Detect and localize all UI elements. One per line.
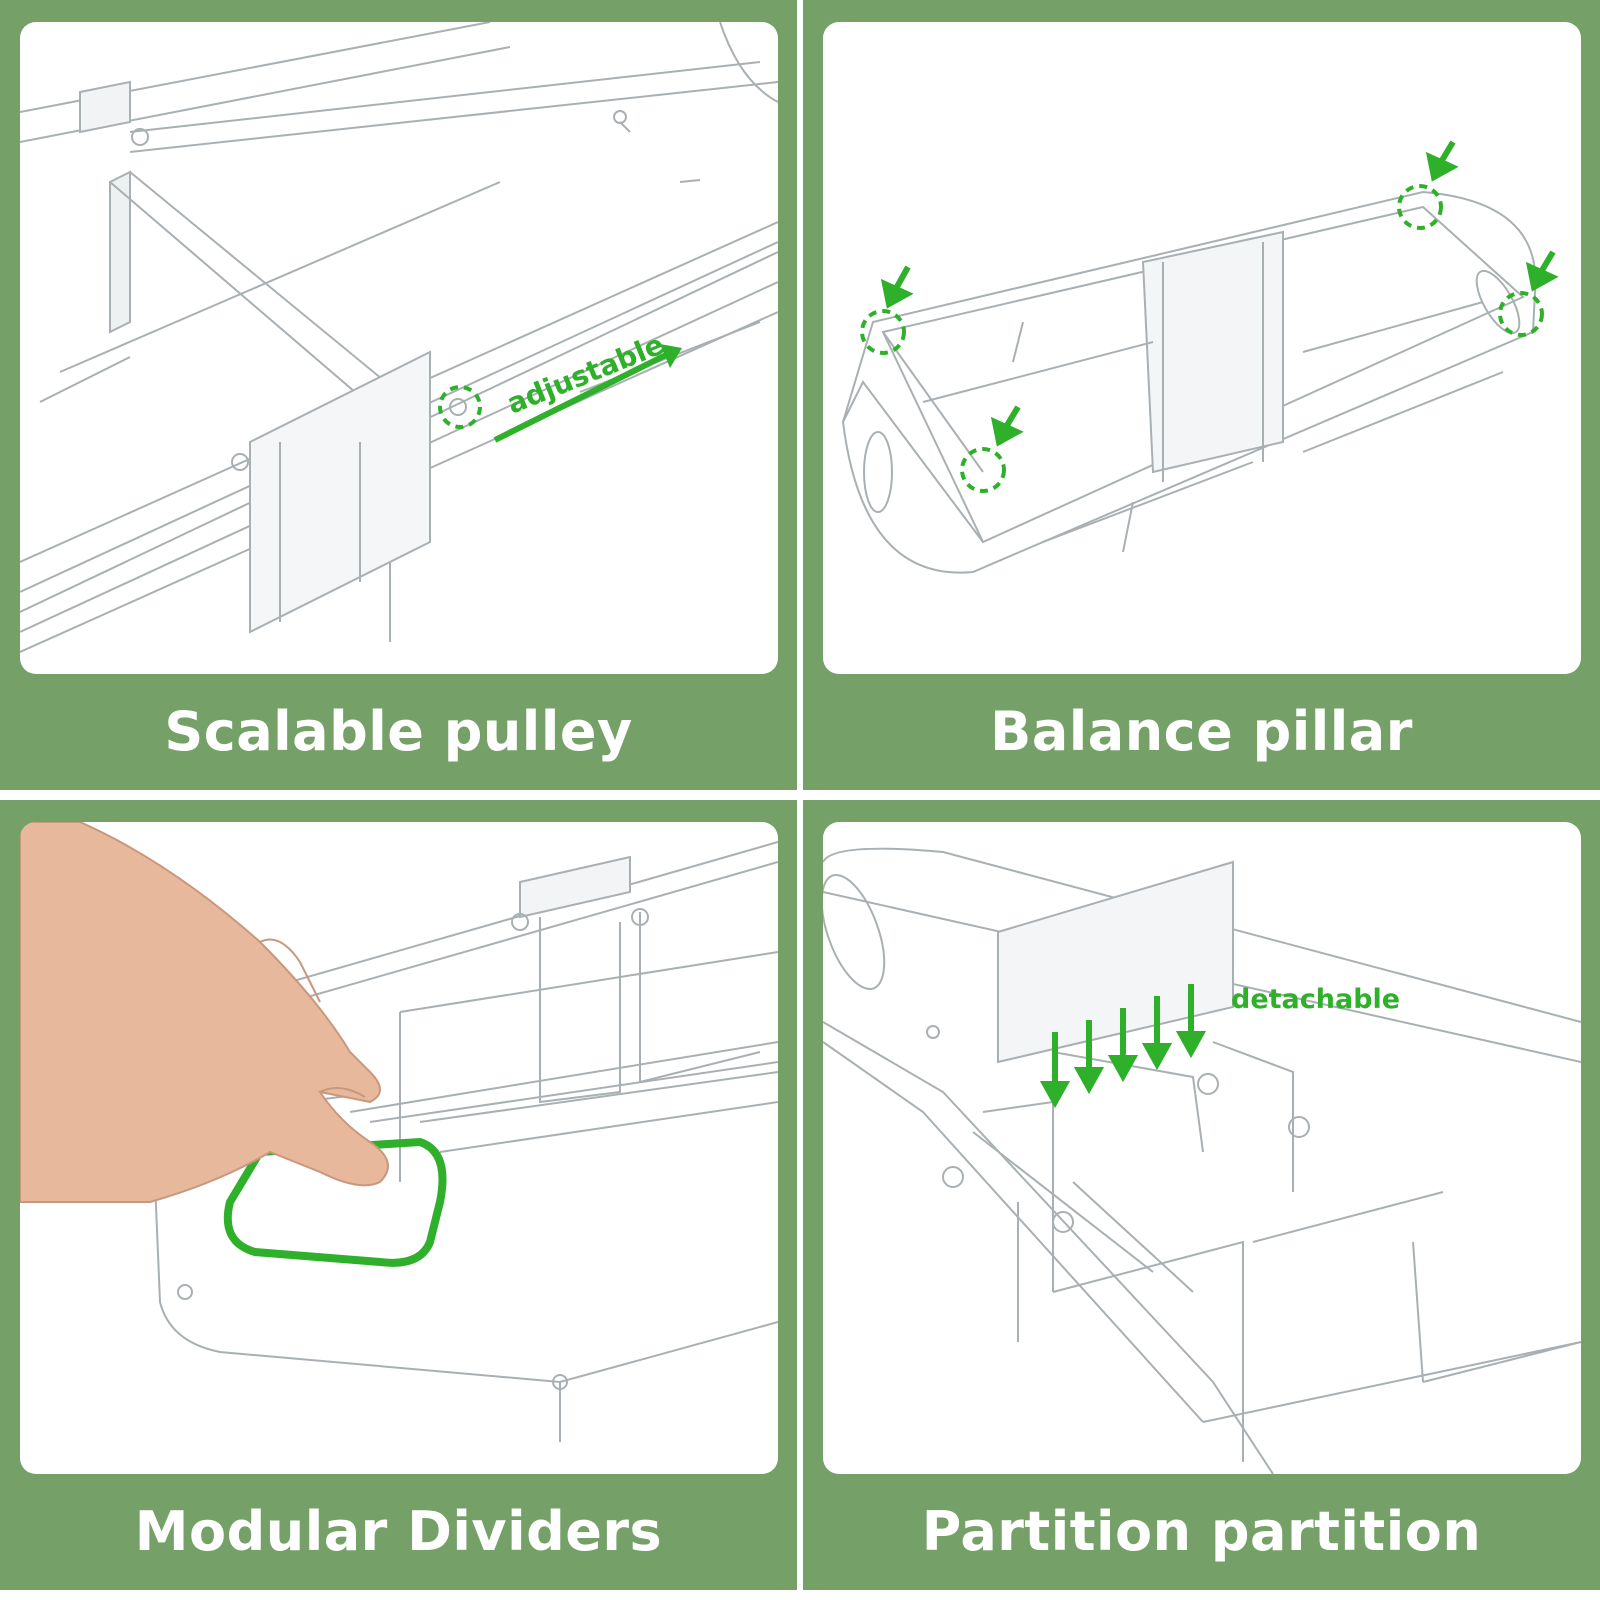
caption-scalable-pulley: Scalable pulley — [164, 699, 633, 763]
handle-highlight — [223, 1137, 447, 1267]
panel-scalable-pulley: adjustable Scalable pulley — [0, 0, 797, 790]
adjustable-label: adjustable — [502, 328, 668, 421]
caption-partition: Partition partition — [921, 1499, 1482, 1563]
caption-balance-pillar: Balance pillar — [990, 699, 1413, 763]
photo-scalable-pulley: adjustable — [20, 22, 778, 674]
pillar-marker-back-left — [1397, 184, 1443, 230]
detach-arrows-icon — [1039, 984, 1207, 1109]
adjust-arrow-icon — [493, 351, 670, 443]
panel-partition: detachable Partition partition — [803, 800, 1600, 1590]
photo-balance-pillar — [823, 22, 1581, 674]
panel-modular-dividers: Modular Dividers — [0, 800, 797, 1590]
drawer-rail-illustration: adjustable — [20, 22, 778, 653]
pillar-marker-back-right — [1498, 291, 1544, 337]
photo-modular-dividers — [20, 822, 778, 1474]
photo-partition: detachable — [823, 822, 1581, 1474]
adjust-point-marker — [438, 385, 482, 429]
pillar-marker-front-right — [960, 447, 1006, 493]
detachable-label: detachable — [1231, 984, 1400, 1015]
caption-modular-dividers: Modular Dividers — [134, 1499, 663, 1563]
drawer-partition-illustration: detachable — [823, 847, 1581, 1474]
panel-balance-pillar: Balance pillar — [803, 0, 1600, 790]
drawer-balance-illustration — [841, 140, 1559, 574]
pillar-marker-front-left — [860, 309, 906, 355]
hand-illustration — [20, 822, 389, 1203]
drawer-handle-illustration — [20, 822, 778, 1442]
